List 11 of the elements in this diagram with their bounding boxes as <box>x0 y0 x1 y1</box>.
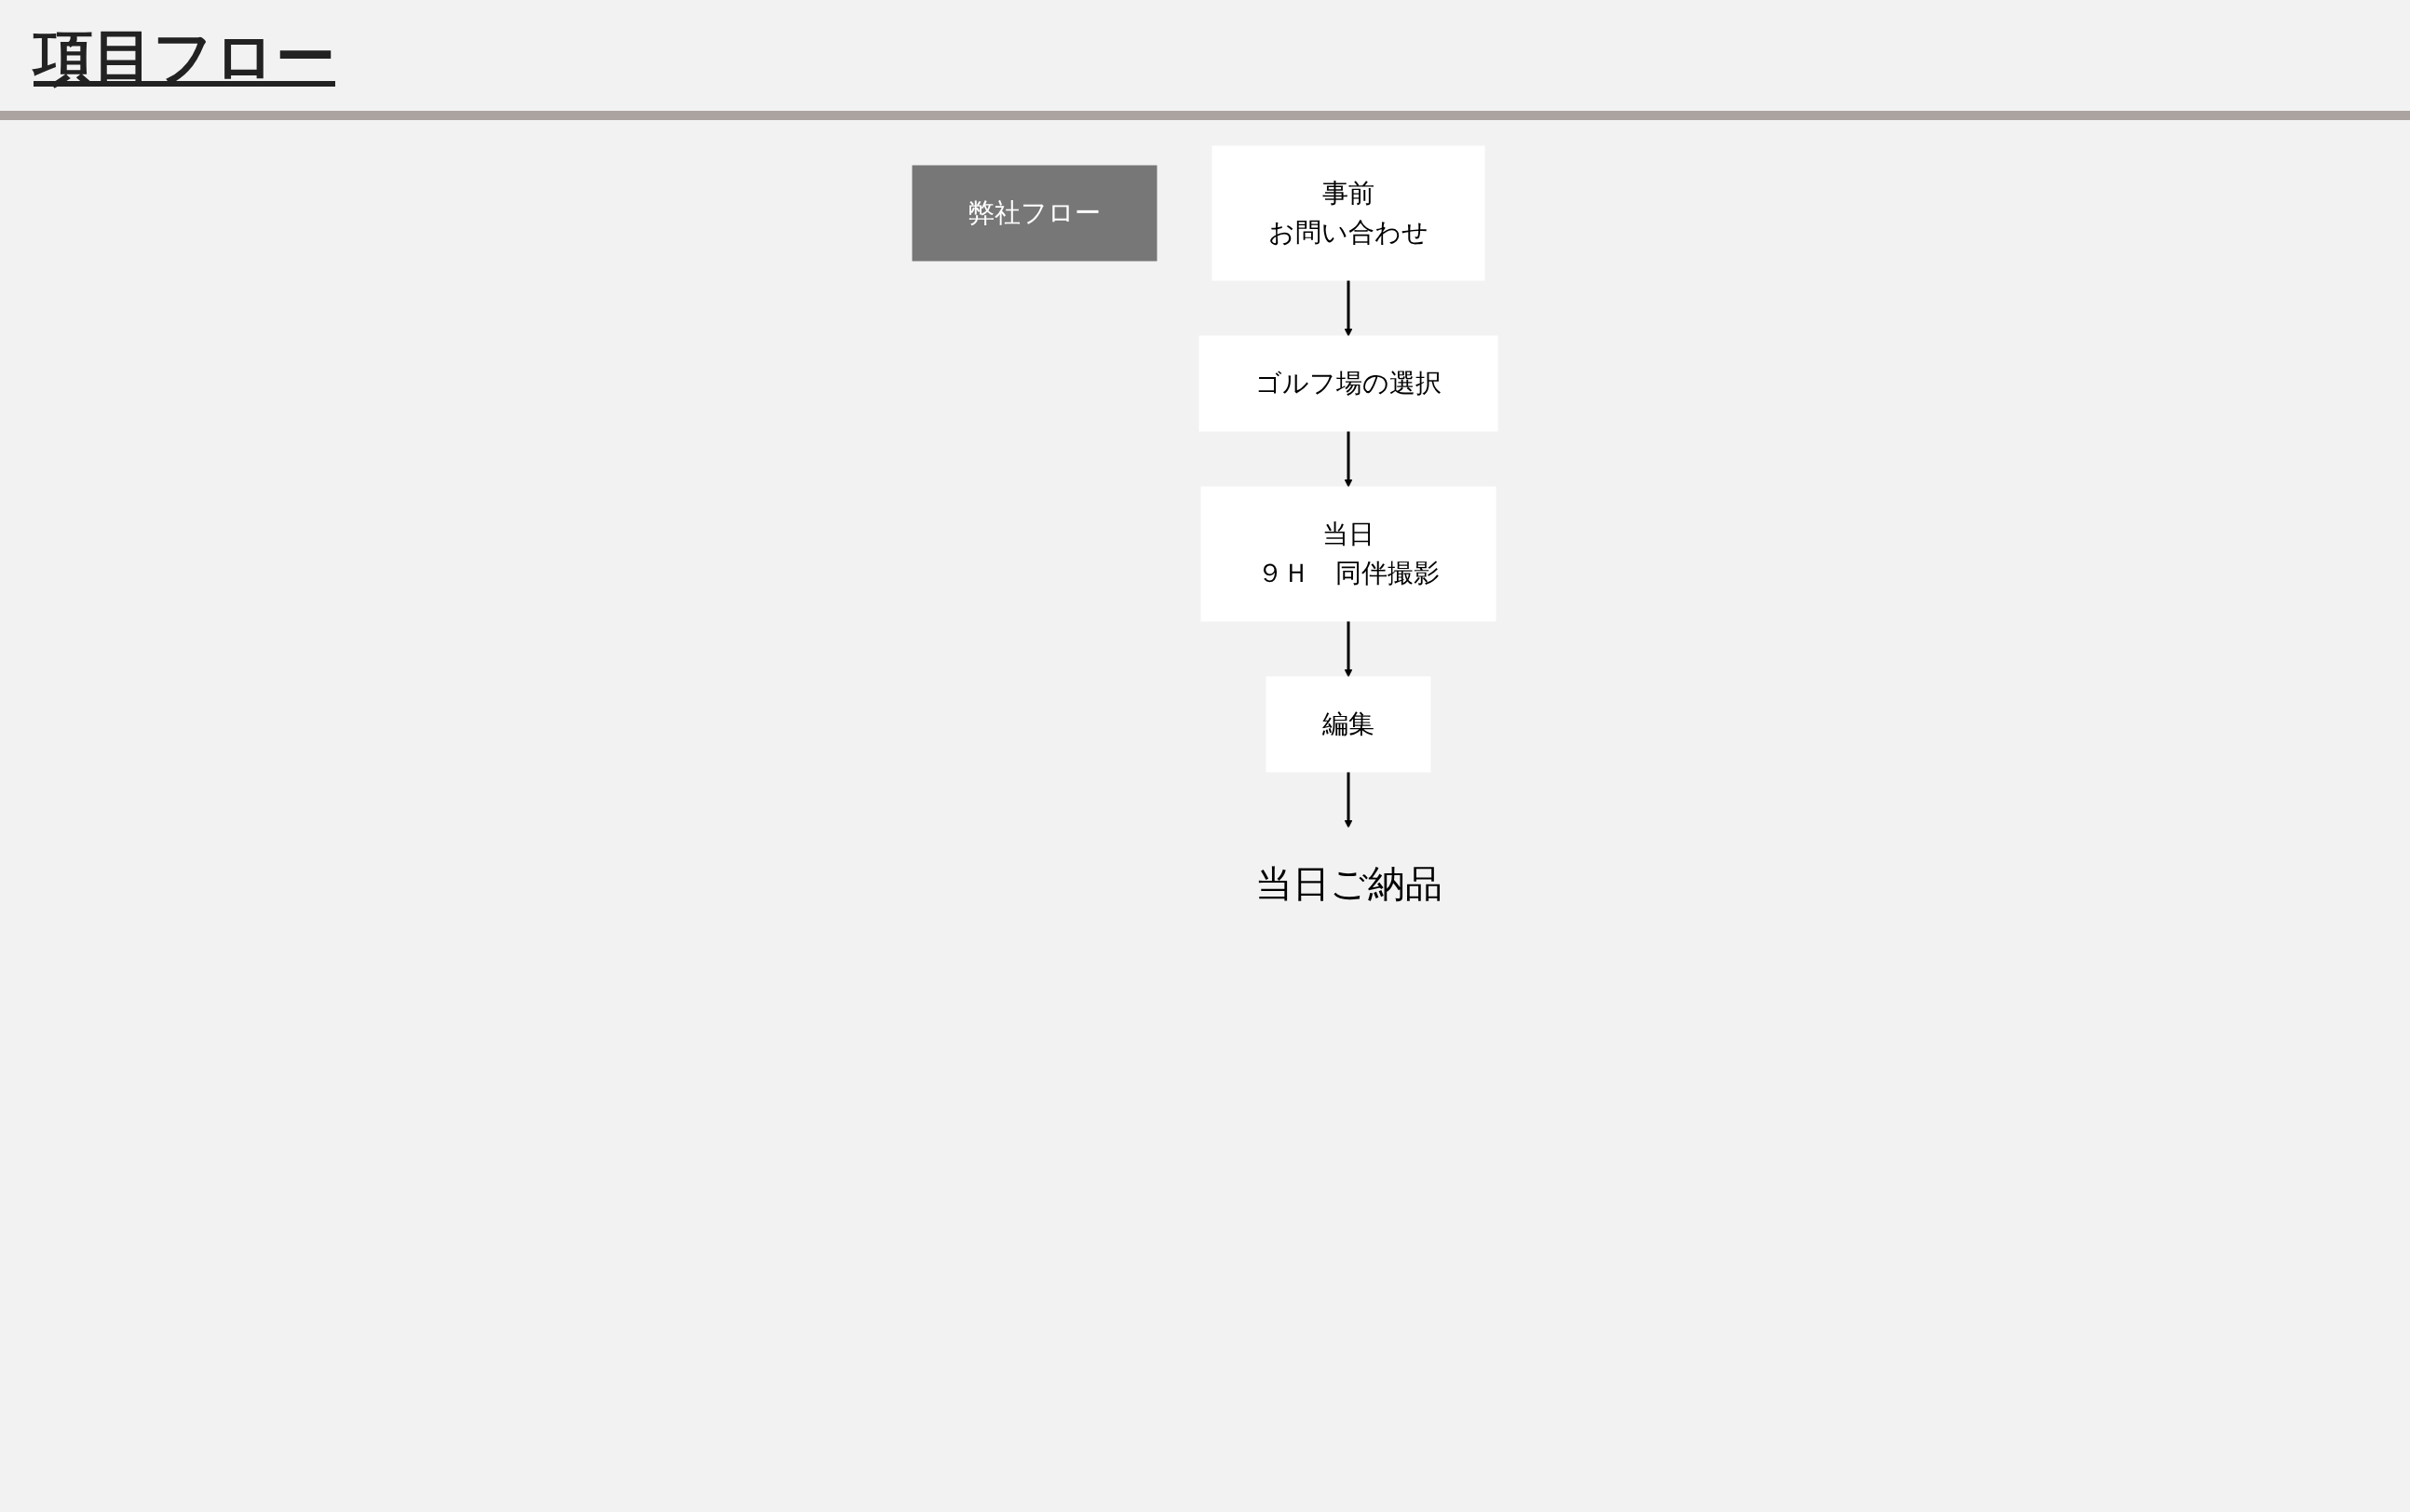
node-box: ゴルフ場の選択 <box>1198 335 1498 432</box>
node-box: 当日 ９Ｈ 同伴撮影 <box>1200 486 1496 622</box>
arrow <box>1344 772 1353 829</box>
node-box: 編集 <box>1266 676 1431 773</box>
arrow <box>1344 431 1353 488</box>
arrow <box>1344 280 1353 337</box>
arrow <box>1344 621 1353 678</box>
page-title: 項目フロー <box>34 20 335 93</box>
node-box: 弊社フロー <box>912 165 1158 262</box>
node-text: 当日ご納品 <box>1254 862 1442 905</box>
node-box: 事前 お問い合わせ <box>1212 145 1485 281</box>
